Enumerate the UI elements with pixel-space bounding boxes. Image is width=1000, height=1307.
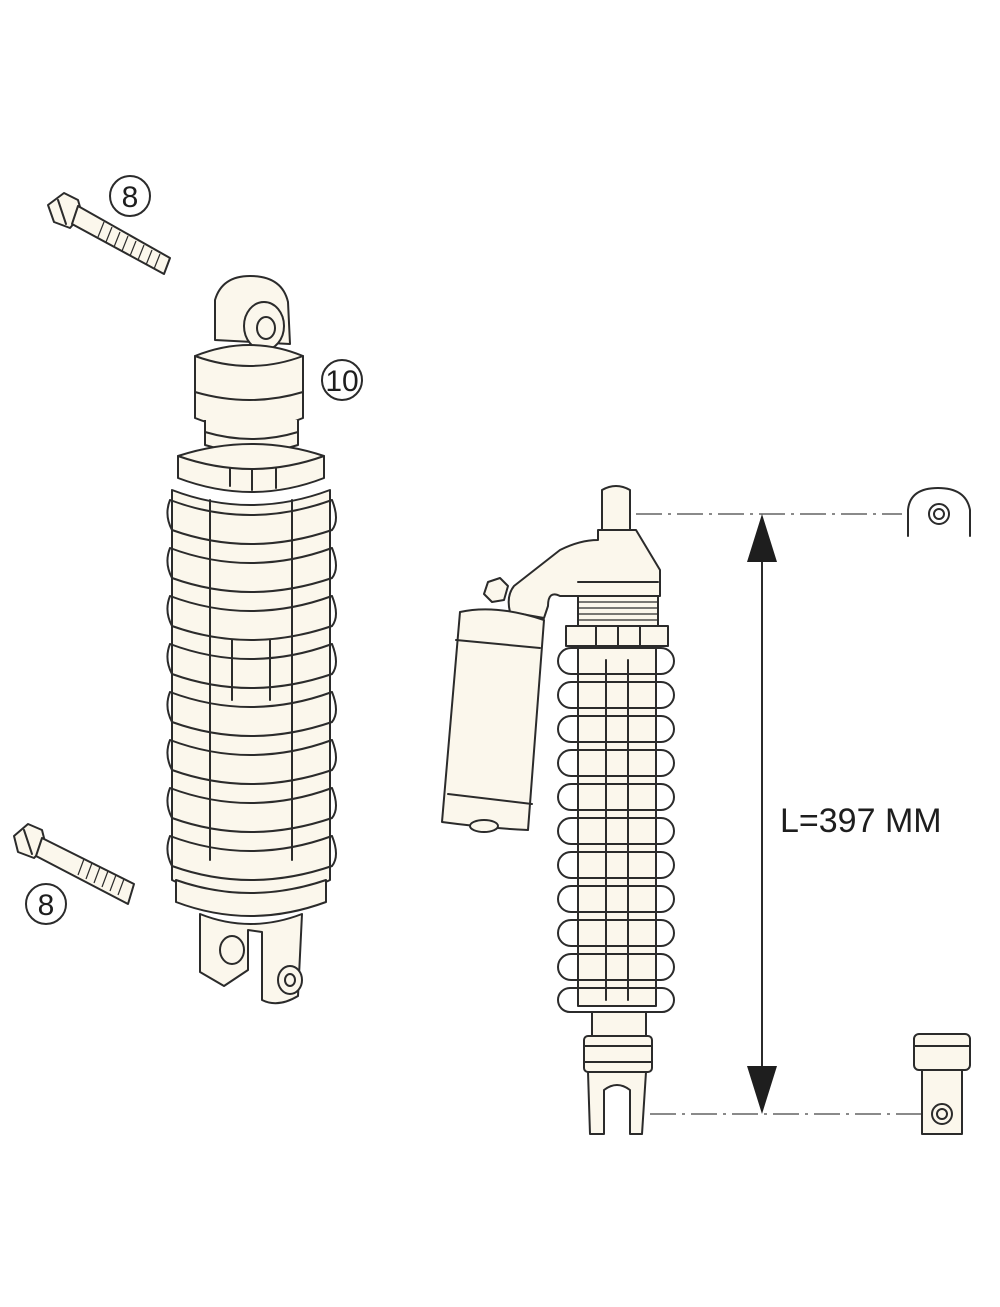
arrowhead-bottom (747, 1066, 777, 1114)
callout-8-bottom: 8 (25, 883, 67, 925)
dimension-label: L=397 MM (780, 802, 942, 840)
callout-8-bottom-label: 8 (38, 889, 55, 922)
dimension-length: L=397 MM (636, 513, 942, 1115)
callout-10-label: 10 (325, 365, 358, 398)
callout-10: 10 (321, 359, 363, 401)
top-bolt (47, 192, 171, 275)
shock-left (166, 275, 337, 1005)
callout-8-top-label: 8 (122, 181, 139, 214)
shock-right (441, 485, 675, 1135)
callout-8-top: 8 (109, 175, 151, 217)
arrowhead-top (747, 514, 777, 562)
bottom-bolt (13, 823, 135, 905)
detail-top-eye (907, 487, 971, 537)
detail-bottom-mount (913, 1033, 971, 1135)
